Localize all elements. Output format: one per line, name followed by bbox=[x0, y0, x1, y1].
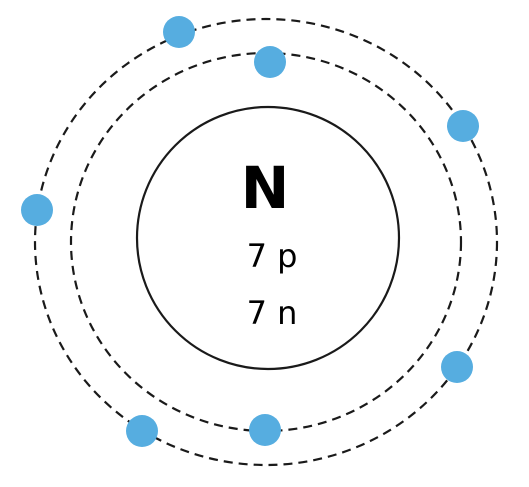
outer-shell-electron-2 bbox=[447, 110, 479, 142]
electrons bbox=[21, 16, 479, 447]
nucleus bbox=[135, 105, 401, 371]
inner-shell-electron-2 bbox=[249, 414, 281, 446]
outer-electron-shell bbox=[33, 17, 499, 467]
outer-shell-electron-4 bbox=[441, 351, 473, 383]
inner-shell-electron-1 bbox=[254, 46, 286, 78]
outer-shell-electron-1 bbox=[163, 16, 195, 48]
proton-count: 7 p bbox=[247, 237, 298, 275]
element-symbol: N bbox=[241, 154, 290, 222]
outer-shell-electron-5 bbox=[126, 415, 158, 447]
outer-shell-electron-3 bbox=[21, 194, 53, 226]
neutron-count: 7 n bbox=[247, 294, 298, 332]
